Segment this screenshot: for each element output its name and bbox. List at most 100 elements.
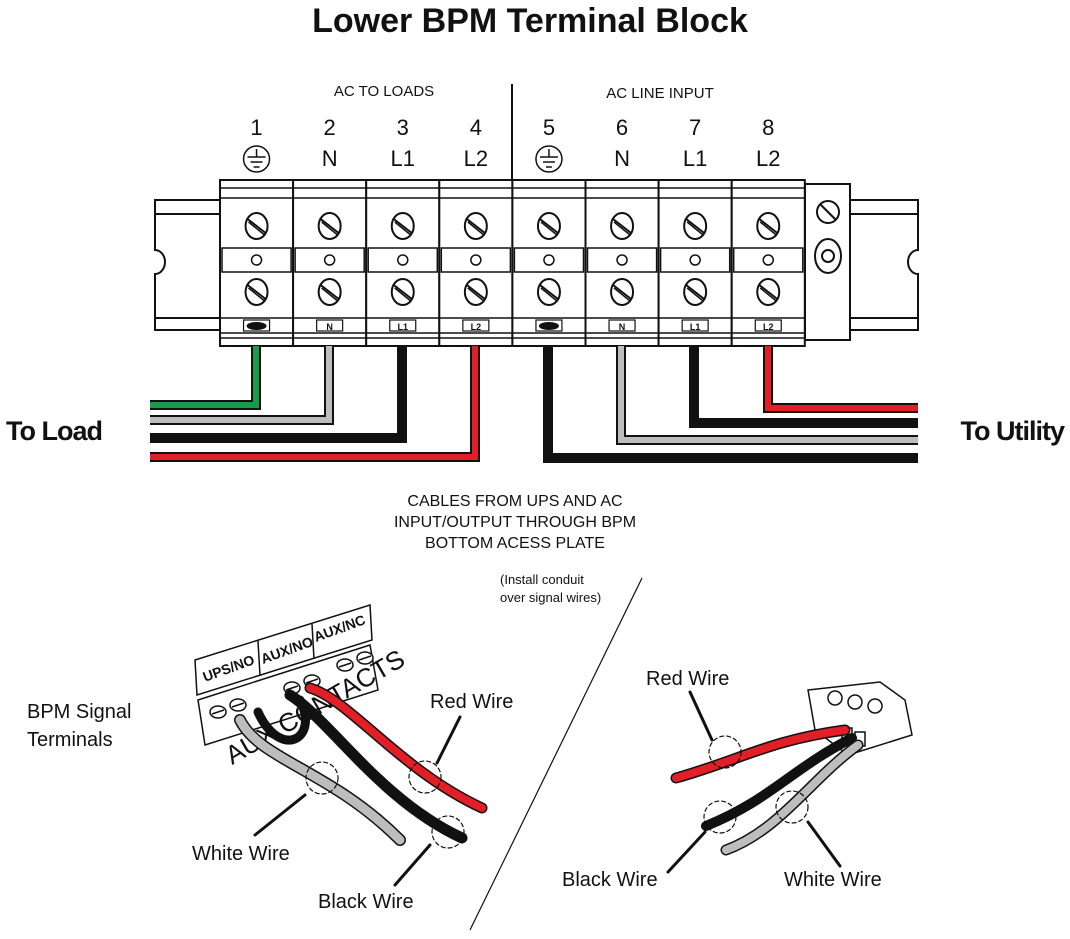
screw-slot <box>358 655 372 661</box>
terminal-3: L1 <box>365 179 441 347</box>
terminal-7: L1 <box>657 179 733 347</box>
test-hole <box>543 254 555 266</box>
screw-slot <box>466 218 486 234</box>
test-hole <box>397 254 409 266</box>
terminal-number: 7 <box>689 115 701 140</box>
screw-slot <box>613 221 631 236</box>
screw-slot <box>612 218 632 234</box>
terminal-tag: L2 <box>763 322 774 332</box>
terminal-6: N <box>584 179 660 347</box>
tag-plate <box>608 319 636 332</box>
right-signal-wires <box>666 690 864 874</box>
terminal-number: 6 <box>616 115 628 140</box>
screw-slot <box>540 221 558 236</box>
terminal-number: 8 <box>762 115 774 140</box>
screw-slot <box>321 287 339 302</box>
terminal-number: 1 <box>250 115 262 140</box>
screw-slot <box>758 284 778 300</box>
test-hole <box>762 254 774 266</box>
screw-slot <box>320 284 340 300</box>
screw-slot <box>321 221 339 236</box>
terminal-1 <box>219 179 295 347</box>
diagram-title: Lower BPM Terminal Block <box>312 2 748 40</box>
terminal-label: N <box>322 146 338 171</box>
screw-slot <box>759 221 777 236</box>
screw-slot <box>467 287 485 302</box>
ground-tag-icon <box>538 322 559 330</box>
terminal-number: 5 <box>543 115 555 140</box>
test-hole <box>689 254 701 266</box>
screw-slot <box>686 287 704 302</box>
group-label-loads: AC TO LOADS <box>334 83 434 100</box>
ground-tag-icon <box>246 322 267 330</box>
to-utility-label: To Utility <box>961 416 1065 446</box>
to-load-label: To Load <box>6 416 102 446</box>
screw-slot <box>393 218 413 234</box>
screw-slot <box>685 218 705 234</box>
tag-plate <box>462 319 490 332</box>
screw-slot <box>540 287 558 302</box>
left-black-wire-label: Black Wire <box>318 891 414 913</box>
ground-icon <box>535 145 563 173</box>
screw-slot <box>305 678 319 684</box>
conduit-note-line1: (Install conduit <box>500 572 584 587</box>
test-hole <box>470 254 482 266</box>
ground-icon <box>242 145 271 173</box>
screw-slot <box>320 218 340 234</box>
terminal-tag: L2 <box>471 322 482 332</box>
power-wire <box>689 346 918 428</box>
screw-slot <box>394 287 412 302</box>
terminal-2: N <box>292 179 368 347</box>
terminal-label: L1 <box>391 146 415 171</box>
screw-slot <box>539 284 559 300</box>
terminal-8: L2 <box>730 179 806 347</box>
power-wires <box>150 346 918 463</box>
power-wire <box>150 346 478 460</box>
power-wire <box>543 346 918 463</box>
terminal-label: L2 <box>756 146 780 171</box>
signal-terminals-line2: Terminals <box>27 729 113 751</box>
test-hole <box>250 254 263 266</box>
section-divider <box>469 577 643 931</box>
power-wire <box>150 346 259 408</box>
terminal-tag: L1 <box>397 322 408 332</box>
terminal-tag: N <box>326 322 333 332</box>
right-white-wire-label: White Wire <box>784 869 882 891</box>
terminal-number: 4 <box>470 115 482 140</box>
screw-slot <box>686 221 704 236</box>
wire-outline <box>763 346 918 413</box>
test-hole <box>616 254 628 266</box>
tag-plate <box>316 319 344 332</box>
terminal-tag: N <box>619 322 626 332</box>
left-red-wire-label: Red Wire <box>430 691 513 713</box>
screw-slot <box>467 221 485 236</box>
power-wire <box>150 346 332 423</box>
cables-caption-line1: CABLES FROM UPS AND AC <box>407 493 622 510</box>
screw-slot <box>211 709 225 715</box>
right-black-wire-label: Black Wire <box>562 869 658 891</box>
power-wire <box>150 346 407 443</box>
terminal-number: 2 <box>324 115 336 140</box>
left-signal-wires <box>234 682 488 887</box>
screw-slot <box>613 287 631 302</box>
left-white-wire-label: White Wire <box>192 843 290 865</box>
screw-slot <box>393 284 413 300</box>
cables-caption-line2: INPUT/OUTPUT THROUGH BPM <box>394 514 636 531</box>
signal-terminals-line1: BPM Signal <box>27 701 132 723</box>
screw-slot <box>246 284 267 300</box>
test-hole <box>323 254 336 266</box>
terminal-tag: L1 <box>690 322 701 332</box>
screw-slot <box>466 284 486 300</box>
tag-plate <box>389 319 417 332</box>
screw-slot <box>248 221 266 236</box>
din-rail <box>154 183 919 341</box>
screw-slot <box>539 218 559 234</box>
terminal-label: L1 <box>683 146 707 171</box>
wire-outline <box>150 346 261 410</box>
terminal-label: N <box>614 146 630 171</box>
screw-slot <box>338 662 352 668</box>
terminal-5 <box>511 179 587 347</box>
screw-slot <box>394 221 412 236</box>
